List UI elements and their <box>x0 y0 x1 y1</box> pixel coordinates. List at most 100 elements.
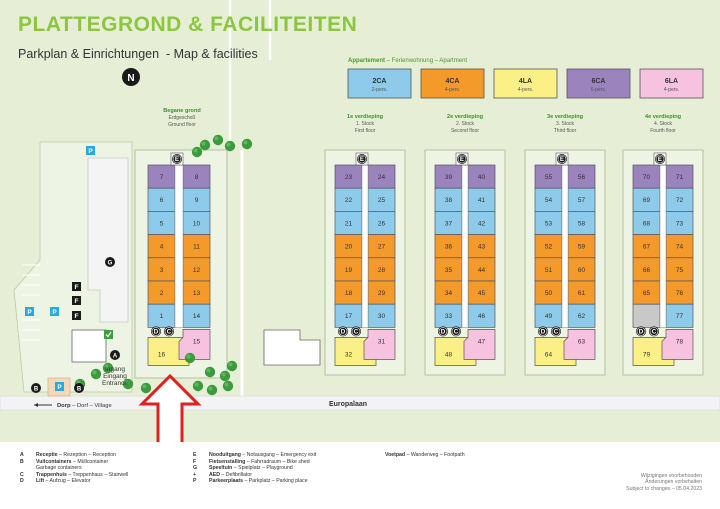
legend-term: Voetpad <box>385 452 406 458</box>
apartment-number: 25 <box>378 197 386 204</box>
emergency-exit-badge-ring <box>457 154 467 164</box>
apartment-type-4CA <box>420 68 485 99</box>
elevator-badge-label: D <box>541 329 546 336</box>
apartment-number: 70 <box>643 174 651 181</box>
apartment-number: 21 <box>345 220 353 227</box>
legend-translation: Garbage containers <box>36 465 82 472</box>
tree <box>199 139 211 151</box>
apartment-number: 63 <box>578 338 586 345</box>
legend-key: C <box>20 471 24 478</box>
apartment-type-code: 4CA <box>445 78 459 85</box>
apartment-number: 75 <box>676 267 684 274</box>
floor-title-line: 1. Stock <box>356 121 375 127</box>
village-label: Dorp – Dorf – Village <box>57 403 112 409</box>
legend-term: Receptie <box>36 452 58 458</box>
apartment-number: 6 <box>160 197 164 204</box>
tree <box>212 134 224 146</box>
tree <box>204 366 216 378</box>
apartment-type-4LA <box>493 68 558 99</box>
emergency-exit-badge-label: E <box>560 156 564 163</box>
north-arrow-icon <box>122 68 140 86</box>
apartment-number: 10 <box>193 220 201 227</box>
apartment-number: 26 <box>378 220 386 227</box>
apartment-unit <box>178 329 211 360</box>
apartment-number: 24 <box>378 174 386 181</box>
bike-shed-icon-label: F <box>75 313 79 320</box>
floor-title-line: First floor <box>355 128 376 134</box>
legend-key: F <box>193 458 197 465</box>
floor-title-line: Erdgeschoß <box>169 115 196 121</box>
apartment-number: 66 <box>643 267 651 274</box>
stairwell-badge-label: C <box>652 329 657 336</box>
tree-highlight <box>124 380 129 385</box>
legend-translation: – Rezeption – Reception <box>57 452 116 458</box>
legend-notice: Subject to changes – 05.04.2023 <box>626 485 702 492</box>
legend-key: B <box>20 458 24 465</box>
elevator-badge <box>636 326 646 337</box>
apartment-number: 23 <box>345 174 353 181</box>
garbage-icon <box>74 383 84 393</box>
apartment-number: 68 <box>643 220 651 227</box>
stairwell-badge <box>451 326 461 337</box>
tree <box>191 146 203 158</box>
apartment-number: 44 <box>478 267 486 274</box>
apartment-type-pers: 6-pers. <box>591 87 607 93</box>
legend-term: Vuilcontainers <box>36 458 72 465</box>
apartment-number: 61 <box>578 290 586 297</box>
corridor <box>461 164 469 328</box>
bike-shed-icon <box>72 296 81 305</box>
apartment-number: 15 <box>193 338 201 345</box>
stair-annex <box>263 329 321 366</box>
floor-title-line: 1e verdieping <box>347 114 384 120</box>
apartment-number: 34 <box>445 290 453 297</box>
parking-icon-label: P <box>57 384 62 391</box>
apartment-number: 46 <box>478 313 486 320</box>
north-label: N <box>127 73 134 84</box>
legend-key: P <box>193 478 197 485</box>
elevator-badge-ring <box>338 327 348 336</box>
apartment-type-pers: 4-pers. <box>664 87 680 93</box>
corridor <box>361 164 369 328</box>
legend-translation: – Defibrillator <box>219 471 252 478</box>
corridor <box>659 164 667 328</box>
apartment-type-pers: 4-pers. <box>518 87 534 93</box>
apartment-number: 67 <box>643 244 651 251</box>
tree-highlight <box>243 140 248 145</box>
apartment-number: 27 <box>378 244 386 251</box>
stairwell-badge-ring <box>451 327 461 336</box>
apartment-type-6CA <box>566 68 631 99</box>
elevator-badge-ring <box>151 327 161 336</box>
stairwell-badge <box>351 326 361 337</box>
corridor <box>561 164 569 328</box>
emergency-exit-badge-label: E <box>658 156 662 163</box>
apartment-number: 74 <box>676 244 684 251</box>
stairwell-badge-label: C <box>167 329 172 336</box>
emergency-exit-badge-ring <box>357 154 367 164</box>
apartment-number: 20 <box>345 244 353 251</box>
apartment-number: 50 <box>545 290 553 297</box>
elevator-badge <box>338 326 348 337</box>
apartment-number: 72 <box>676 197 684 204</box>
apartment-number: 2 <box>160 290 164 297</box>
legend-key: D <box>20 478 24 485</box>
apartment-number: 29 <box>378 290 386 297</box>
apartment-number: 11 <box>193 244 200 251</box>
emergency-exit-badge-label: E <box>460 156 464 163</box>
entrance-label: Ingang <box>105 366 125 373</box>
floor-title-line: Second floor <box>451 128 479 134</box>
tree <box>206 384 218 396</box>
emergency-exit-badge-ring <box>655 154 665 164</box>
tree-highlight <box>221 372 226 377</box>
apartment-type-pers: 2-pers. <box>372 87 388 93</box>
apartment-number: 60 <box>578 267 586 274</box>
parking-icon <box>86 146 95 155</box>
apartment-number: 39 <box>445 174 453 181</box>
tree-highlight <box>226 142 231 147</box>
garbage-icon <box>31 383 41 393</box>
